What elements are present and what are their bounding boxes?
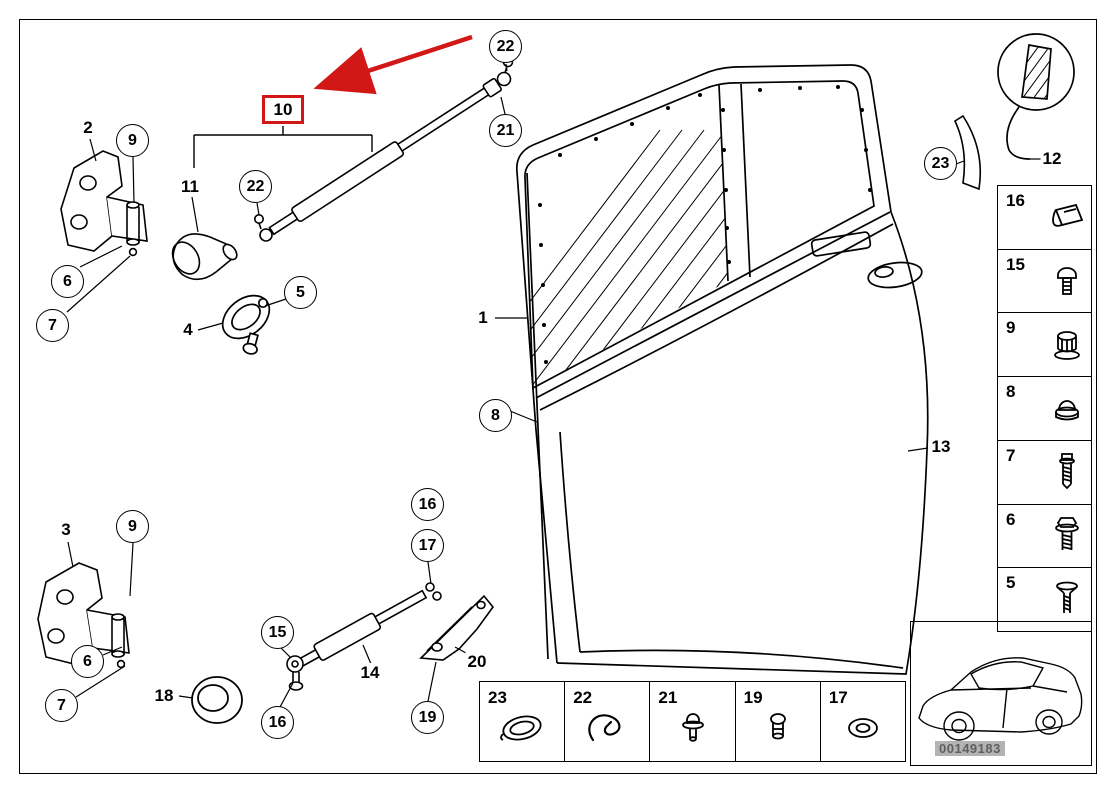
watermark-number: 00149183: [935, 741, 1005, 756]
leader-lines: [66, 63, 1041, 708]
cap-plug-icon: [1046, 389, 1088, 429]
small-part-number: 19: [743, 688, 763, 707]
label-20-check-bracket[interactable]: 20: [465, 652, 489, 672]
rivet-icon: [1046, 261, 1088, 301]
small-part-cell-22[interactable]: 22: [564, 682, 649, 761]
oval-plug-icon: [496, 707, 548, 749]
fastener-cell-16[interactable]: 16: [998, 186, 1091, 249]
spring-clip-icon: [581, 707, 633, 749]
plug-icon: [752, 707, 804, 749]
label-11-boot[interactable]: 11: [179, 177, 201, 197]
callout-5-ring-nut[interactable]: 5: [284, 276, 317, 309]
callout-19-bracket-bolt[interactable]: 19: [411, 701, 444, 734]
label-14-check-strap[interactable]: 14: [358, 663, 382, 683]
magnifier-inset: [997, 33, 1075, 160]
upper-hinge: [60, 150, 148, 257]
small-part-cell-21[interactable]: 21: [649, 682, 734, 761]
fastener-cell-9[interactable]: 9: [998, 312, 1091, 376]
callout-8-door-inner-edge[interactable]: 8: [479, 399, 512, 432]
small-part-number: 21: [658, 688, 678, 707]
callout-9-hinge-upper-pin[interactable]: 9: [116, 124, 149, 157]
gas-strut: [254, 56, 514, 242]
callout-6-hinge-lower-bolt[interactable]: 6: [71, 645, 104, 678]
highlighted-callout-10[interactable]: 10: [262, 95, 304, 124]
callout-22-strut-pin-top[interactable]: 22: [489, 30, 522, 63]
callout-7-hinge-upper-screw[interactable]: 7: [36, 309, 69, 342]
check-bracket-part: [419, 594, 495, 661]
stud-grommet-icon: [667, 707, 719, 749]
frame-rivets: [538, 85, 872, 364]
trim-wedge-part: [953, 114, 982, 191]
lower-hinge: [37, 562, 130, 669]
door-check: [286, 582, 442, 691]
fastener-number: 8: [1006, 382, 1016, 402]
label-13-door-panel[interactable]: 13: [929, 437, 953, 457]
fastener-number: 15: [1006, 254, 1025, 274]
small-part-number: 17: [828, 688, 848, 707]
small-part-cell-23[interactable]: 23: [480, 682, 564, 761]
grommet-nut-icon: [1046, 325, 1088, 365]
flange-bolt-icon: [1046, 514, 1088, 558]
fastener-number: 5: [1006, 573, 1016, 593]
callout-9-hinge-lower-pin[interactable]: 9: [116, 510, 149, 543]
small-part-cell-19[interactable]: 19: [734, 682, 820, 761]
fastener-cell-8[interactable]: 8: [998, 376, 1091, 440]
countersunk-screw-icon: [1046, 578, 1088, 622]
callout-23-trim-wedge[interactable]: 23: [924, 147, 957, 180]
washer-icon: [837, 707, 889, 749]
fastener-number: 9: [1006, 318, 1016, 338]
callout-6-hinge-upper-bolt[interactable]: 6: [51, 265, 84, 298]
fastener-cell-6[interactable]: 6: [998, 503, 1091, 568]
screw-icon: [1046, 450, 1088, 494]
fastener-cell-15[interactable]: 15: [998, 248, 1091, 313]
label-1-door[interactable]: 1: [476, 308, 490, 328]
small-parts-strip: 23 22 21 19 17: [479, 681, 906, 762]
clip-icon: [1046, 197, 1088, 237]
label-2-hinge-upper[interactable]: 2: [81, 118, 95, 138]
label-3-hinge-lower[interactable]: 3: [59, 520, 73, 540]
fastener-number: 7: [1006, 445, 1016, 465]
callout-15-check-pin[interactable]: 15: [261, 616, 294, 649]
small-part-cell-17[interactable]: 17: [819, 682, 905, 761]
car-sketch: [918, 657, 1083, 741]
fastener-cell-5[interactable]: 5: [998, 567, 1091, 631]
door-outline: [515, 64, 929, 675]
small-part-number: 22: [573, 688, 593, 707]
diagram-border: [19, 19, 1097, 774]
fastener-cell-7[interactable]: 7: [998, 439, 1091, 504]
label-18-gasket-ring[interactable]: 18: [152, 686, 176, 706]
callout-22-strut-pin-mid[interactable]: 22: [239, 170, 272, 203]
callout-17-check-clip[interactable]: 17: [411, 529, 444, 562]
window-hatching: [524, 129, 728, 388]
small-part-number: 23: [488, 688, 507, 707]
label-12-trim-inset[interactable]: 12: [1040, 149, 1064, 169]
highlight-arrow: [313, 34, 473, 95]
fasteners-panel: 16 15 9 8 7: [997, 185, 1092, 632]
callout-16-check-clip-upper[interactable]: 16: [411, 488, 444, 521]
boot-cone: [171, 233, 238, 281]
label-4-bracket-cone[interactable]: 4: [181, 320, 195, 340]
callout-7-hinge-lower-screw[interactable]: 7: [45, 689, 78, 722]
fastener-number: 6: [1006, 509, 1016, 529]
assembly-bracket: [193, 126, 373, 168]
gasket-ring-part: [191, 676, 243, 724]
car-thumbnail: 00149183: [910, 621, 1092, 766]
callout-21-strut-joint[interactable]: 21: [489, 114, 522, 147]
ring-bracket: [221, 294, 271, 355]
fastener-number: 16: [1006, 191, 1025, 210]
callout-16-check-washer[interactable]: 16: [261, 706, 294, 739]
